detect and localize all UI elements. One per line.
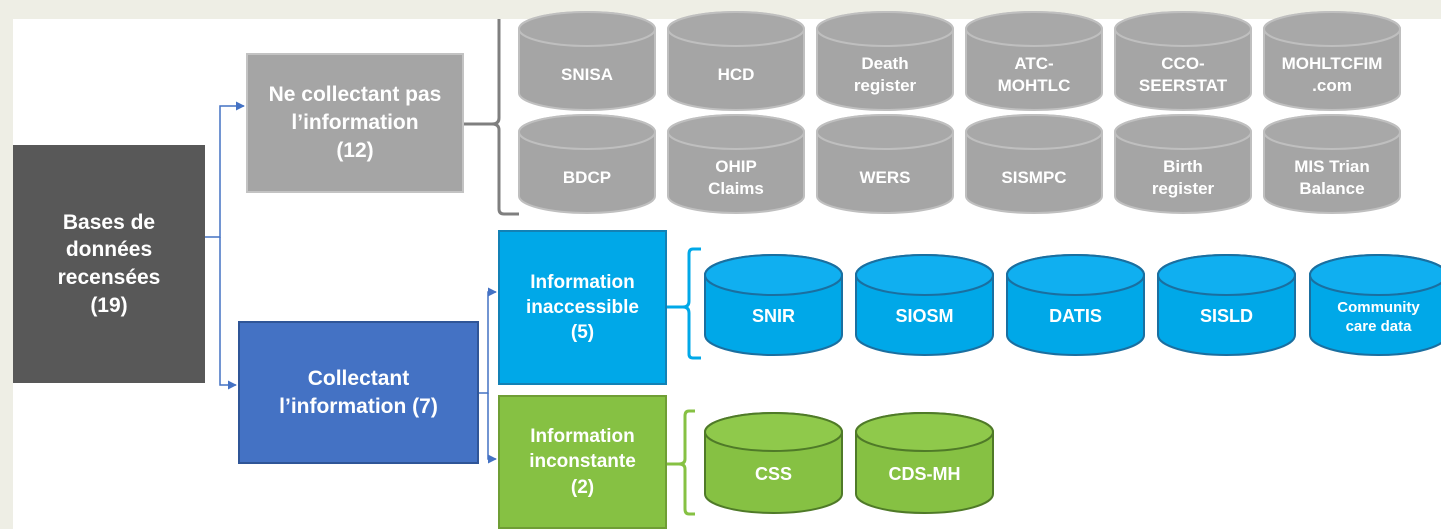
cylinder-shape (1006, 254, 1145, 356)
database-cylinder: Birth register (1114, 114, 1252, 214)
cylinder-shape (704, 254, 843, 356)
database-cylinder: OHIP Claims (667, 114, 805, 214)
database-cylinder: Death register (816, 11, 954, 111)
collecting-box: Collectant l’information (7) (238, 321, 479, 464)
cylinder-shape (965, 11, 1103, 111)
cylinder-shape (518, 114, 656, 214)
database-label: SISLD (1199, 306, 1253, 327)
root-box: Bases de données recensées (19) (13, 145, 205, 383)
database-label: CCO- SEERSTAT (1138, 53, 1228, 95)
cylinder-shape (816, 114, 954, 214)
database-label: DATIS (1049, 306, 1102, 327)
database-label: MOHLTCFIM .com (1281, 53, 1383, 95)
database-cylinder: MOHLTCFIM .com (1263, 11, 1401, 111)
database-label: Death register (853, 53, 917, 95)
green-bracket (678, 409, 695, 516)
cylinder-shape (667, 11, 805, 111)
database-label: SISMPC (1001, 167, 1067, 187)
cylinder-shape (1114, 11, 1252, 111)
connector-blue-green (487, 393, 497, 464)
connector-root-blue (219, 237, 237, 390)
database-cylinder: SNISA (518, 11, 656, 111)
cyan-bracket (682, 247, 701, 360)
gray-bracket (491, 19, 519, 216)
database-label: WERS (859, 167, 911, 187)
inaccessible-box: Information inaccessible (5) (498, 230, 667, 385)
cylinder-shape (816, 11, 954, 111)
connector-blue-cyan (479, 287, 497, 394)
database-label: ATC- MOHTLC (997, 53, 1071, 95)
database-cylinder: SIOSM (855, 254, 994, 356)
cylinder-shape (1263, 114, 1401, 214)
database-cylinder: ATC- MOHTLC (965, 11, 1103, 111)
database-label: SNISA (561, 64, 613, 84)
database-label: CSS (754, 464, 792, 485)
cylinder-shape (667, 114, 805, 214)
cylinder-shape (704, 412, 843, 514)
cylinder-shape (518, 11, 656, 111)
database-cylinder: SNIR (704, 254, 843, 356)
database-cylinder: SISMPC (965, 114, 1103, 214)
cylinder-shape (1263, 11, 1401, 111)
database-cylinder: CDS-MH (855, 412, 994, 514)
database-cylinder: CCO- SEERSTAT (1114, 11, 1252, 111)
not-collecting-box: Ne collectant pas l’information (12) (246, 53, 464, 193)
cylinder-shape (855, 412, 994, 514)
cylinder-shape (1114, 114, 1252, 214)
connector-lines (205, 19, 701, 516)
cylinder-shape (1309, 254, 1441, 356)
cylinder-shape (1157, 254, 1296, 356)
diagram-canvas: Bases de données recensées (19) Ne colle… (13, 11, 1441, 529)
cylinder-shape (965, 114, 1103, 214)
cylinder-shape (855, 254, 994, 356)
database-label: SIOSM (895, 306, 954, 327)
database-cylinder: SISLD (1157, 254, 1296, 356)
database-label: Birth register (1151, 156, 1215, 198)
database-cylinder: DATIS (1006, 254, 1145, 356)
database-cylinder: HCD (667, 11, 805, 111)
database-label: OHIP Claims (708, 156, 764, 198)
database-cylinder: CSS (704, 412, 843, 514)
database-label: CDS-MH (888, 464, 961, 485)
database-label: SNIR (751, 306, 795, 327)
database-cylinder: Community care data (1309, 254, 1441, 356)
database-label: Community care data (1337, 298, 1420, 336)
database-cylinder: WERS (816, 114, 954, 214)
database-label: HCD (717, 64, 755, 84)
database-cylinder: BDCP (518, 114, 656, 214)
database-label: MIS Trian Balance (1294, 156, 1370, 198)
database-cylinder: MIS Trian Balance (1263, 114, 1401, 214)
inconstant-box: Information inconstante (2) (498, 395, 667, 529)
database-label: BDCP (562, 167, 612, 187)
connector-root-gray (205, 101, 245, 238)
